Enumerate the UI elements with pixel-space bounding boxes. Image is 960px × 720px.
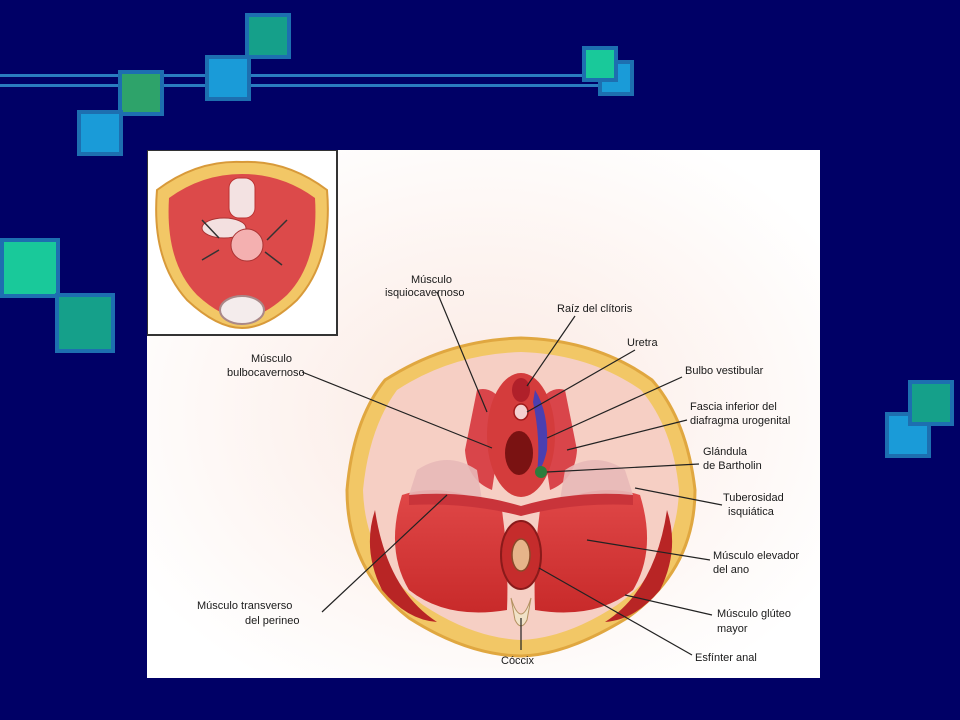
perineum-illustration: Músculo isquiocavernoso Raíz del clítori… [147, 150, 820, 678]
gluteus-left [369, 510, 437, 622]
label-raiz-clitoris: Raíz del clítoris [557, 303, 633, 315]
coccyx [510, 597, 532, 627]
label-bulbo-vestibular: Bulbo vestibular [685, 365, 764, 377]
label-elevador-2: del ano [713, 564, 749, 576]
vestibular-bulb [533, 390, 548, 472]
gluteus-right [605, 510, 673, 622]
clitoris-root [512, 378, 530, 402]
decor-square [205, 55, 251, 101]
label-glandula-1: Glándula [703, 446, 748, 458]
decor-square [582, 46, 618, 82]
label-gluteo-1: Músculo glúteo [717, 608, 791, 620]
label-bulbocavernoso-2: bulbocavernoso [227, 367, 305, 379]
urethra [513, 403, 529, 421]
label-uretra: Uretra [627, 337, 658, 349]
transverse-perineal [409, 493, 633, 516]
anatomy-figure: Músculo isquiocavernoso Raíz del clítori… [147, 150, 820, 678]
label-bulbocavernoso-1: Músculo [251, 353, 292, 365]
label-elevador-1: Músculo elevador [713, 550, 800, 562]
decor-square [245, 13, 291, 59]
vaginal-opening [505, 431, 533, 475]
decor-square [77, 110, 123, 156]
decor-square [908, 380, 954, 426]
label-gluteo-2: mayor [717, 623, 748, 635]
bartholin-gland [535, 466, 547, 478]
label-fascia-2: diafragma urogenital [690, 415, 790, 427]
label-fascia-1: Fascia inferior del [690, 401, 777, 413]
label-glandula-2: de Bartholin [703, 460, 762, 472]
inset-figure [147, 150, 338, 336]
label-transverso-1: Músculo transverso [197, 600, 292, 612]
decor-square [55, 293, 115, 353]
leader-lines [301, 291, 723, 656]
label-isquiocavernoso-2: isquiocavernoso [385, 287, 465, 299]
label-transverso-2: del perineo [245, 615, 299, 627]
label-coccix: Cóccix [501, 655, 535, 667]
label-isquiocavernoso-1: Músculo [411, 274, 452, 286]
decor-line-bottom [0, 84, 600, 87]
label-esfinter: Esfínter anal [695, 652, 757, 664]
fascia-left [409, 460, 482, 500]
decor-line-top [0, 74, 615, 77]
decor-square [0, 238, 60, 298]
decor-square [118, 70, 164, 116]
label-tuberosidad-2: isquiática [728, 506, 775, 518]
label-tuberosidad-1: Tuberosidad [723, 492, 784, 504]
anus [511, 538, 531, 572]
levator-ani-left [394, 490, 508, 613]
